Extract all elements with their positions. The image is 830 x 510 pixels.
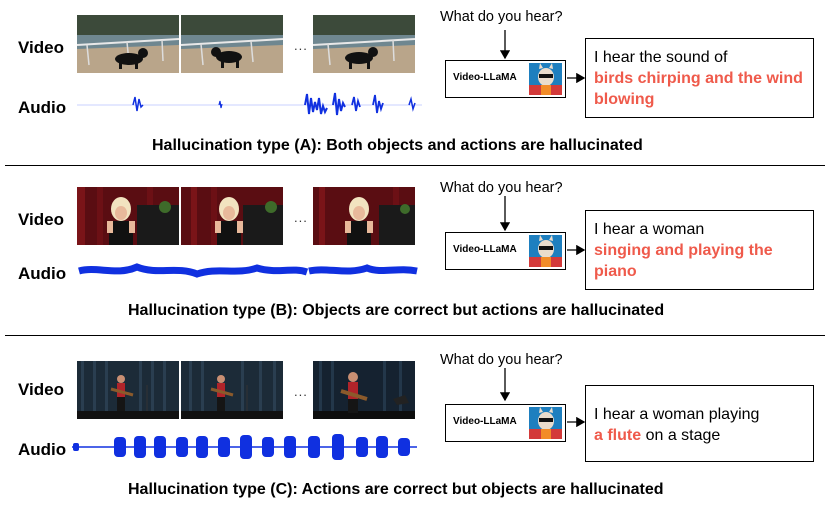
response-text-tail: on a stage	[645, 427, 721, 444]
ellipsis: ...	[294, 210, 308, 225]
audio-label: Audio	[18, 264, 67, 283]
video-frame-dog-deck-2	[181, 15, 283, 73]
video-frame-singer-piano-1	[77, 187, 179, 245]
response-text: I hear a woman	[594, 221, 705, 238]
question-text: What do you hear?	[440, 9, 563, 25]
video-frame-singer-piano-2	[181, 187, 283, 245]
model-box: Video-LLaMA	[445, 232, 566, 270]
question-text: What do you hear?	[440, 180, 563, 196]
response-hallucination: singing and playing the piano	[594, 242, 773, 280]
audio-waveform	[72, 434, 417, 460]
video-label: Video	[18, 380, 64, 399]
ellipsis: ...	[294, 384, 308, 399]
video-label: Video	[18, 38, 64, 57]
divider	[5, 335, 825, 336]
video-frame-singer-piano-3	[313, 187, 415, 245]
llama-avatar-icon	[529, 63, 562, 95]
question-text: What do you hear?	[440, 352, 563, 368]
model-box: Video-LLaMA	[445, 404, 566, 442]
llama-avatar-icon	[529, 235, 562, 267]
video-frame-guitarist-stage-2	[181, 361, 283, 419]
caption: Hallucination type (A): Both objects and…	[152, 137, 643, 154]
audio-waveform	[78, 263, 418, 278]
llama-avatar-icon	[529, 407, 562, 439]
response-box: I hear the sound of birds chirping and t…	[585, 38, 814, 118]
model-name: Video-LLaMA	[453, 72, 517, 83]
audio-label: Audio	[18, 98, 67, 117]
divider	[5, 165, 825, 166]
audio-label: Audio	[18, 440, 67, 459]
ellipsis: ...	[294, 38, 308, 53]
caption: Hallucination type (C): Actions are corr…	[128, 481, 664, 498]
response-text: I hear a woman playing	[594, 406, 760, 423]
model-box: Video-LLaMA	[445, 60, 566, 98]
video-label: Video	[18, 210, 64, 229]
caption: Hallucination type (B): Objects are corr…	[128, 302, 665, 319]
response-box: I hear a woman playing a flute on a stag…	[585, 385, 814, 462]
model-name: Video-LLaMA	[453, 244, 517, 255]
audio-waveform	[77, 92, 422, 116]
video-frame-dog-deck-1	[77, 15, 179, 73]
response-box: I hear a woman singing and playing the p…	[585, 210, 814, 290]
model-name: Video-LLaMA	[453, 416, 517, 427]
video-frame-dog-deck-3	[313, 15, 415, 73]
response-hallucination: a flute	[594, 427, 642, 444]
video-frame-guitarist-stage-1	[77, 361, 179, 419]
response-hallucination: birds chirping and the wind blowing	[594, 70, 803, 108]
video-frame-guitarist-stage-3	[313, 361, 415, 419]
response-text: I hear the sound of	[594, 49, 728, 66]
